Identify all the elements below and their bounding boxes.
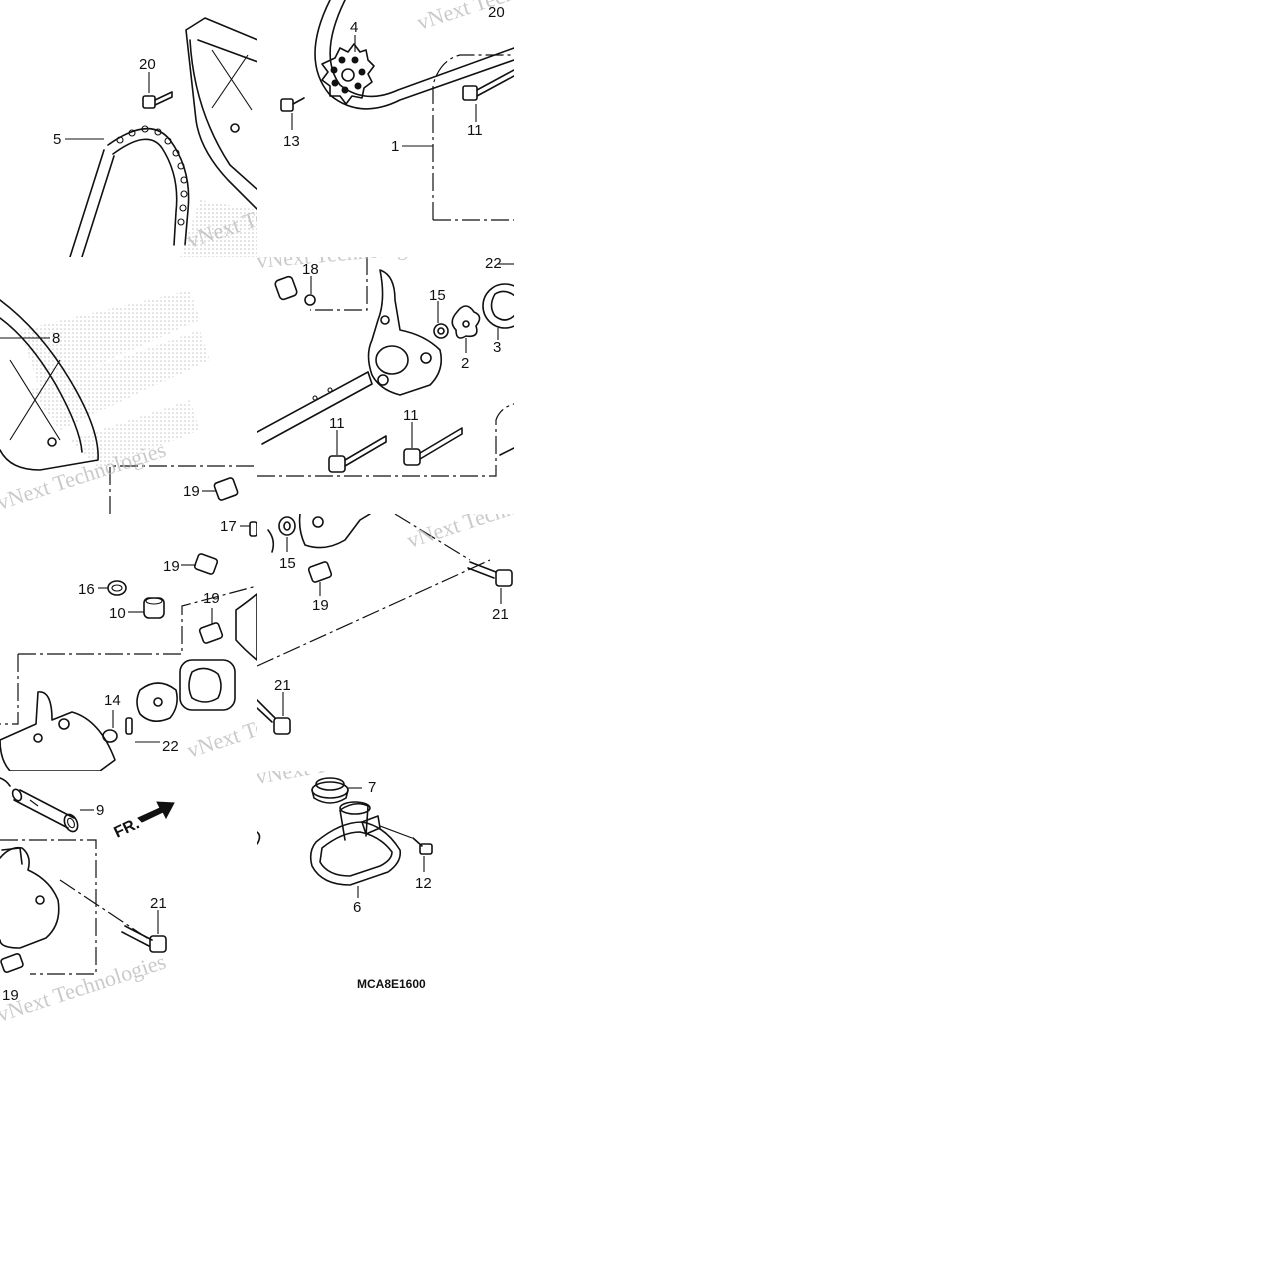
dowel-19-e bbox=[0, 953, 24, 973]
callout-16[interactable]: 16 bbox=[78, 581, 95, 598]
pump-shaft bbox=[257, 371, 373, 445]
tile-strainer: vNext Technologies 7 12 6 MCA8E1600 bbox=[257, 771, 433, 991]
callout-19[interactable]: 19 bbox=[203, 590, 220, 607]
callout-15[interactable]: 15 bbox=[279, 555, 296, 572]
tile-pump: vNext Technologies 18 22 15 2 3 11 11 bbox=[255, 233, 514, 477]
callout-8[interactable]: 8 bbox=[52, 330, 60, 347]
callout-3[interactable]: 3 bbox=[493, 339, 501, 356]
outer-rotor-lower bbox=[179, 659, 236, 711]
callout-20[interactable]: 20 bbox=[488, 4, 505, 21]
callout-21[interactable]: 21 bbox=[150, 895, 167, 912]
callout-2[interactable]: 2 bbox=[461, 355, 469, 372]
callout-19[interactable]: 19 bbox=[183, 483, 200, 500]
pin-17 bbox=[249, 521, 257, 537]
direction-label: FR. bbox=[112, 815, 143, 841]
watermark: vNext Technologies bbox=[255, 233, 432, 273]
callout-11[interactable]: 11 bbox=[329, 415, 345, 432]
callout-20[interactable]: 20 bbox=[139, 56, 156, 73]
inner-rotor-lower bbox=[136, 682, 178, 722]
bolt-21-b bbox=[257, 699, 291, 735]
callout-18[interactable]: 18 bbox=[302, 261, 319, 278]
tile-guide-plate: vNext Technologies 8 19 bbox=[0, 290, 257, 514]
callout-14[interactable]: 14 bbox=[104, 692, 121, 709]
collar-10 bbox=[143, 597, 165, 619]
bolt-11-a bbox=[328, 435, 387, 473]
dowel-19-b bbox=[193, 553, 219, 575]
tile-bolts: vNext Technologies 15 19 21 21 bbox=[257, 475, 579, 735]
callout-19[interactable]: 19 bbox=[312, 597, 329, 614]
strainer-seal-7 bbox=[311, 777, 349, 804]
bolt-13 bbox=[280, 97, 305, 112]
bolt-20 bbox=[142, 91, 173, 109]
callout-11[interactable]: 11 bbox=[403, 407, 419, 424]
pump-cover-lower bbox=[0, 691, 116, 771]
callout-9[interactable]: 9 bbox=[96, 802, 104, 819]
bolt-21-c bbox=[121, 925, 167, 953]
collar-top bbox=[274, 275, 316, 306]
sprocket-4 bbox=[321, 43, 375, 105]
seal-15 bbox=[433, 323, 449, 339]
pump-housing bbox=[367, 269, 443, 396]
outer-rotor-3 bbox=[482, 283, 514, 329]
tile-sprocket: vNext Technologies 4 20 13 11 1 bbox=[280, 0, 514, 221]
watermark: vNext Technologies bbox=[404, 475, 579, 553]
dowel-19-d bbox=[307, 561, 333, 583]
drive-chain bbox=[107, 125, 190, 246]
callout-4[interactable]: 4 bbox=[350, 19, 358, 36]
inner-rotor-2 bbox=[451, 305, 481, 339]
bolt-11-b bbox=[403, 427, 463, 466]
housing-fragment bbox=[298, 514, 371, 549]
callout-10[interactable]: 10 bbox=[109, 605, 126, 622]
bolt-21-a bbox=[467, 561, 513, 587]
seal-15-lower bbox=[278, 516, 296, 536]
bolt-11-top bbox=[462, 69, 514, 101]
pump-body-lower-right bbox=[235, 593, 257, 661]
callout-1[interactable]: 1 bbox=[391, 138, 399, 155]
guide-plate-8 bbox=[0, 299, 99, 471]
callout-15[interactable]: 15 bbox=[429, 287, 446, 304]
chain-belt-outline bbox=[69, 149, 115, 257]
drawing-code: MCA8E1600 bbox=[357, 977, 426, 991]
washer-16 bbox=[107, 580, 127, 596]
dowel-19-c bbox=[198, 622, 224, 644]
callout-21[interactable]: 21 bbox=[274, 677, 291, 694]
watermark: vNext Technologies bbox=[184, 685, 359, 763]
callout-19[interactable]: 19 bbox=[163, 558, 180, 575]
pipe-9 bbox=[11, 788, 79, 833]
screw-12 bbox=[412, 837, 433, 855]
oil-strainer-6 bbox=[309, 801, 402, 886]
callout-21[interactable]: 21 bbox=[492, 606, 509, 623]
callout-5[interactable]: 5 bbox=[53, 131, 61, 148]
callout-19[interactable]: 19 bbox=[2, 987, 19, 1004]
callout-17[interactable]: 17 bbox=[220, 518, 237, 535]
tile-chain: vNext Technologies 5 20 bbox=[53, 17, 257, 257]
pump-cover-bottom bbox=[0, 846, 60, 949]
callout-11[interactable]: 11 bbox=[467, 122, 483, 139]
callout-22[interactable]: 22 bbox=[485, 255, 502, 272]
dowel-19 bbox=[213, 477, 239, 501]
direction-arrow: FR. bbox=[112, 801, 175, 842]
callout-13[interactable]: 13 bbox=[283, 133, 300, 150]
callout-22[interactable]: 22 bbox=[162, 738, 179, 755]
callout-7[interactable]: 7 bbox=[368, 779, 376, 796]
callout-12[interactable]: 12 bbox=[415, 875, 432, 892]
callout-6[interactable]: 6 bbox=[353, 899, 361, 916]
tile-pipe: FR. vNext Technologies 9 21 19 bbox=[0, 777, 175, 1027]
pin-17-b bbox=[267, 529, 275, 553]
pin-22 bbox=[125, 717, 133, 735]
watermark: vNext Technologies bbox=[0, 949, 169, 1027]
chain-guide-plate bbox=[185, 17, 257, 211]
